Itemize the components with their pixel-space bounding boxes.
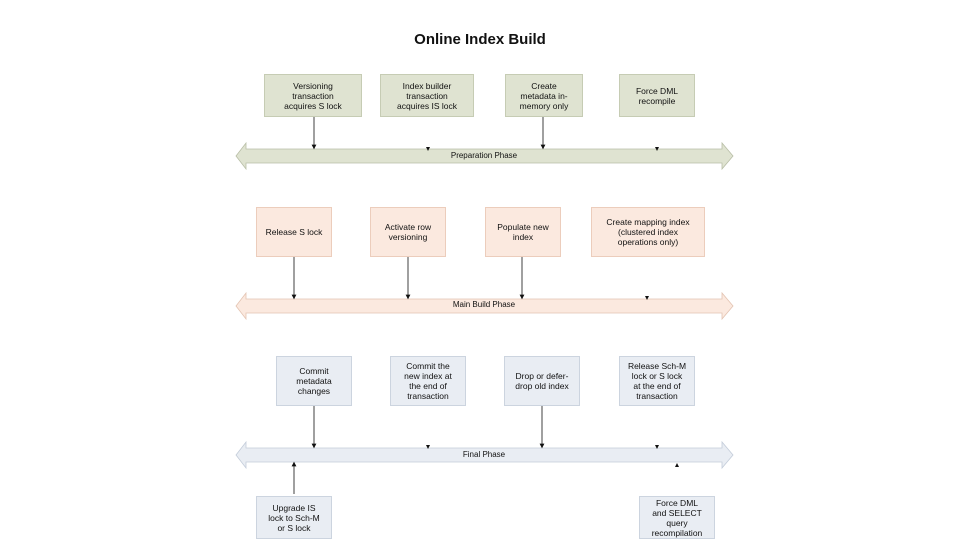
main-build-phase-label: Main Build Phase [452, 300, 516, 309]
main-box-populate-index: Populate new index [485, 207, 561, 257]
final-box-force-dml-select: Force DML and SELECT query recompilation [639, 496, 715, 539]
prep-box-index-builder: Index builder transaction acquires IS lo… [380, 74, 474, 117]
arrow-final-2 [426, 445, 430, 449]
arrow-prep-4 [655, 147, 659, 151]
arrow-up-recompile [675, 463, 679, 467]
final-box-upgrade-is-lock: Upgrade IS lock to Sch-M or S lock [256, 496, 332, 539]
arrow-prep-2 [426, 147, 430, 151]
final-box-drop-old-index: Drop or defer- drop old index [504, 356, 580, 406]
diagram-title: Online Index Build [414, 31, 546, 48]
prep-box-create-metadata: Create metadata in- memory only [505, 74, 583, 117]
main-build-phase-band [235, 291, 734, 321]
final-phase-band [235, 440, 734, 470]
main-box-release-s-lock: Release S lock [256, 207, 332, 257]
main-box-activate-versioning: Activate row versioning [370, 207, 446, 257]
final-box-commit-index: Commit the new index at the end of trans… [390, 356, 466, 406]
arrow-final-4 [655, 445, 659, 449]
main-box-create-mapping-index: Create mapping index (clustered index op… [591, 207, 705, 257]
prep-box-versioning: Versioning transaction acquires S lock [264, 74, 362, 117]
final-phase-label: Final Phase [462, 450, 506, 459]
preparation-phase-label: Preparation Phase [450, 151, 518, 160]
final-box-commit-metadata: Commit metadata changes [276, 356, 352, 406]
arrow-main-4 [645, 296, 649, 300]
final-box-release-sch-m: Release Sch-M lock or S lock at the end … [619, 356, 695, 406]
prep-box-force-dml: Force DML recompile [619, 74, 695, 117]
preparation-phase-band [235, 141, 734, 171]
